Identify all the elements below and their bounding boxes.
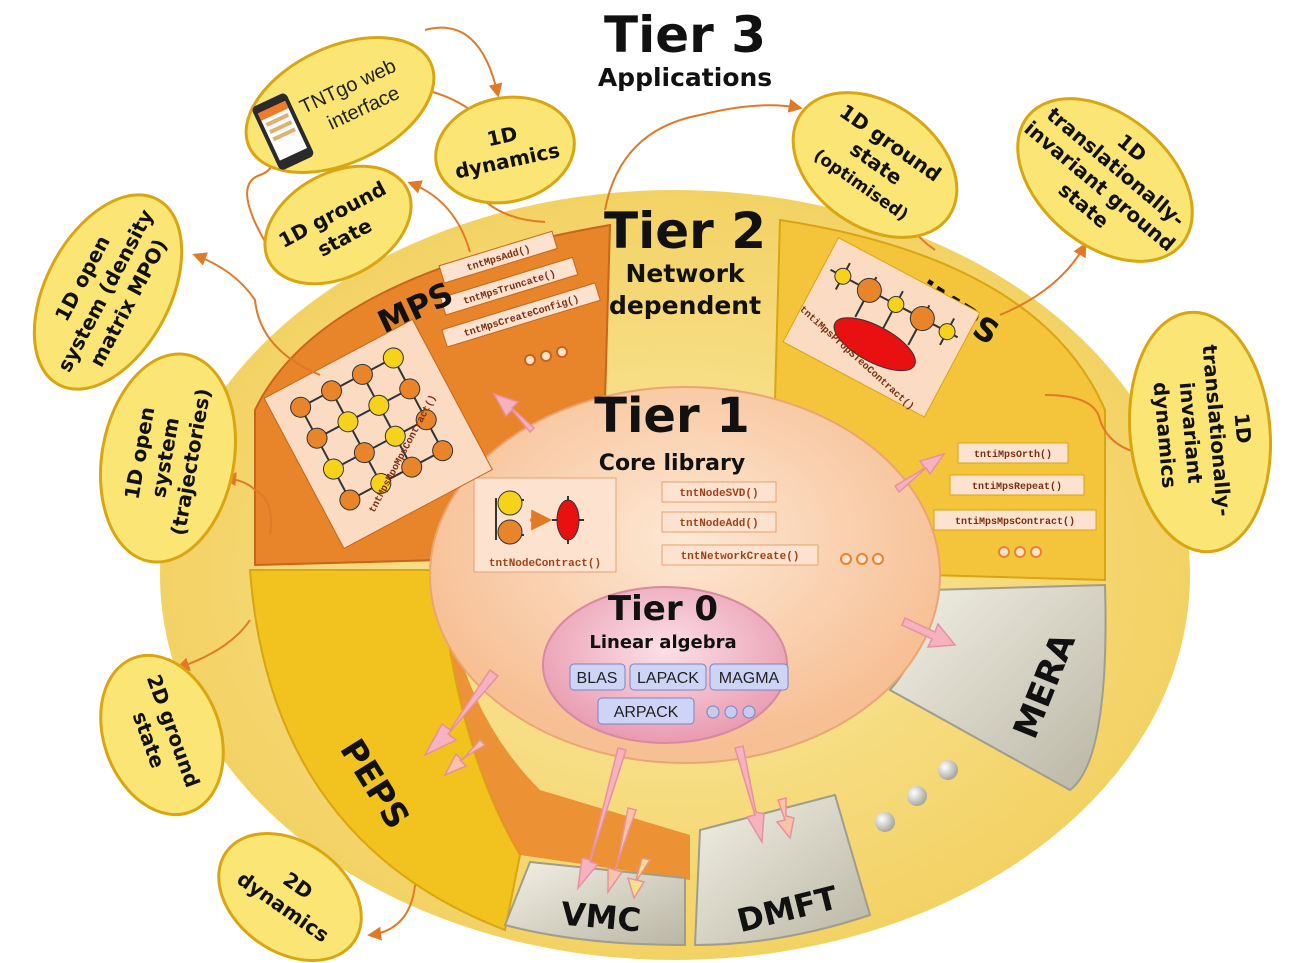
app-ti-dyn: 1D translationally- invariant dynamics (1127, 310, 1273, 554)
imps-node (938, 323, 956, 341)
app-gs1d: 1D ground state (263, 164, 413, 286)
arrow-mps-to-vmc (607, 807, 637, 895)
fn-node-add: tntNodeAdd() (661, 511, 777, 533)
fn-node-svd: tntNodeSVD() (661, 481, 777, 503)
fn-node-svd-label: tntNodeSVD() (679, 488, 758, 500)
conn-imps-to-ti-dyn (1044, 394, 1153, 461)
lib-arpack: ARPACK (597, 697, 695, 725)
conn-mps-to-gs1d (407, 180, 471, 253)
app-gs2d: 2D ground state (99, 653, 225, 817)
fn-network-create-label: tntNetworkCreate() (681, 551, 800, 563)
tier2-subtitle-line1: Network (625, 259, 745, 288)
grid-node (306, 427, 328, 449)
app-dyn1d: 1D dynamics (434, 95, 576, 205)
grid-node (401, 456, 423, 478)
imps-node (887, 295, 905, 313)
arrow-core-to-imps (893, 452, 946, 494)
conn-mps-to-open-traj (222, 472, 272, 536)
node-contract-box: tntNodeContract() (473, 477, 617, 573)
fn-node-contract: tntNodeContract() (489, 558, 601, 570)
lib-blas-label: BLAS (577, 670, 618, 687)
node-contracted-red (556, 499, 580, 541)
imps-node (856, 277, 882, 303)
imps-node (909, 306, 935, 332)
fn-imps-orth: tntiMpsOrth() (957, 442, 1069, 464)
app-tntgo: TNTgo web interface (244, 36, 436, 174)
app-open-traj: 1D open system (trajectories) (98, 352, 238, 564)
grid-node (321, 380, 343, 402)
fn-imps-mps-contract-label: tntiMpsMpsContract() (955, 516, 1075, 528)
tier0-title: Tier 0 (608, 589, 718, 629)
tier2-subtitle-line2: dependent (609, 291, 761, 320)
fn-network-create: tntNetworkCreate() (661, 544, 819, 566)
imps-gate (833, 317, 916, 372)
grid-node (353, 442, 375, 464)
fn-imps-orth-label: tntiMpsOrth() (974, 449, 1052, 461)
lib-magma: MAGMA (709, 663, 789, 691)
grid-node (382, 347, 404, 369)
dmft-segment (693, 793, 872, 947)
vmc-label: VMC (559, 895, 642, 940)
app-dyn2d: 2D dynamics (217, 832, 363, 962)
node-orange (497, 519, 523, 545)
arrow-tier0-to-vmc (576, 747, 627, 891)
grid-node (351, 363, 373, 385)
fn-imps-mps-contract: tntiMpsMpsContract() (933, 509, 1097, 531)
more-ball (907, 786, 927, 806)
grid-node (370, 473, 392, 495)
fn-imps-repeat-label: tntiMpsRepeat() (972, 481, 1062, 493)
peps-band (248, 569, 522, 932)
fn-node-add-label: tntNodeAdd() (679, 518, 758, 530)
app-ti-dyn-line1: 1D (1230, 412, 1257, 445)
mps-inner-band (440, 560, 690, 880)
grid-node (399, 378, 421, 400)
lib-magma-label: MAGMA (719, 670, 780, 687)
lib-lapack: LAPACK (629, 663, 707, 691)
conn-imps-to-ti-gs (999, 242, 1087, 316)
app-ti-gs: 1D translationally- invariant ground sta… (1016, 97, 1194, 263)
conn-peps-to-dyn2d (367, 884, 416, 941)
grid-node (322, 458, 344, 480)
tier1-title: Tier 1 (594, 388, 750, 444)
arrow-mps-to-dmft (775, 797, 795, 840)
arrow-core-to-mera (901, 616, 957, 648)
tier3-title: Tier 3 (604, 6, 766, 64)
fn-imps-repeat: tntiMpsRepeat() (949, 474, 1085, 496)
conn-peps-to-gs2d (175, 619, 251, 671)
conn-mps-to-open-mpo (192, 252, 321, 376)
tier1-subtitle: Core library (599, 451, 745, 476)
more-ball (875, 812, 895, 832)
arrow-tier0-to-dmft (734, 745, 765, 845)
dependency-arrows (423, 392, 957, 900)
conn-tntgo-loop (424, 26, 503, 98)
core-more-dots (840, 553, 884, 565)
grid-node (432, 440, 454, 462)
conn-mps-to-gs1d-opt (604, 98, 803, 211)
arrow-peps-to-vmc (626, 857, 652, 900)
mps-mpo-mps-network (263, 318, 493, 550)
grid-node (415, 409, 437, 431)
grid-node (384, 425, 406, 447)
imps-more-dots (998, 546, 1042, 558)
grid-node (337, 411, 359, 433)
tier2-title: Tier 2 (604, 202, 766, 260)
imps-node (834, 267, 852, 285)
imps-propagation-network (782, 237, 981, 418)
arrow-core-to-mps (492, 392, 536, 434)
grid-node (368, 394, 390, 416)
lib-arpack-label: ARPACK (614, 704, 679, 721)
mps-more-dots (524, 346, 568, 366)
tier0-more-dots (706, 705, 756, 719)
grid-node (290, 396, 312, 418)
lib-blas: BLAS (569, 663, 626, 691)
grid-node (339, 489, 361, 511)
arrow-mps-to-peps (443, 738, 487, 777)
lib-lapack-label: LAPACK (637, 670, 699, 687)
tier3-subtitle: Applications (598, 63, 772, 92)
arrow-core-to-peps (423, 668, 500, 757)
node-yellow (497, 490, 523, 516)
tier0-subtitle: Linear algebra (589, 632, 736, 653)
more-ball (938, 760, 958, 780)
